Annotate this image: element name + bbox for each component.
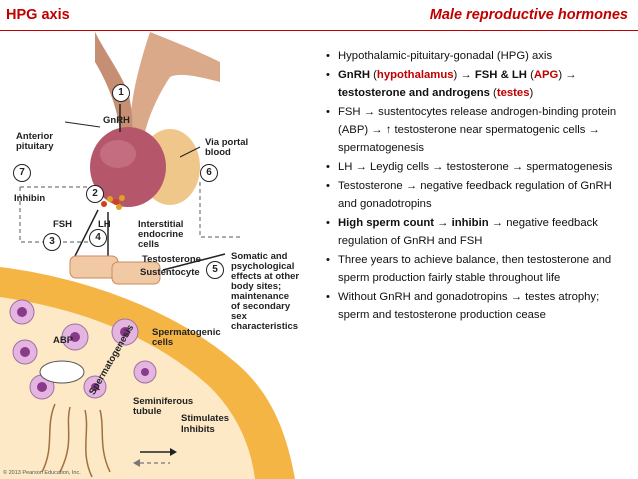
fsh-arrow	[71, 209, 99, 263]
bullet-text: FSH → sustentocytes release androgen-bin…	[338, 106, 617, 154]
spermatogenic-cells-label: Spermatogenic cells	[152, 327, 221, 348]
sperm-tail	[99, 409, 111, 473]
step-3-marker: 3	[43, 233, 61, 251]
bullet-text: )	[529, 87, 534, 99]
interstitial-cell	[69, 255, 119, 279]
legend-stimulates-arrowhead	[170, 448, 177, 456]
infundibulum	[95, 32, 133, 132]
hypothalamus-tissue	[130, 32, 220, 132]
testosterone-arrow	[162, 253, 226, 271]
bullet-hpg-axis: Hypothalamic-pituitary-gonadal (HPG) axi…	[326, 47, 632, 65]
bullet-atrophy: Without GnRH and gonadotropins → testes …	[326, 288, 632, 324]
step-1-marker: 1	[112, 84, 130, 102]
anterior-pituitary-leader	[64, 121, 101, 128]
seminiferous-tubule-label: Seminiferous tubule	[133, 396, 194, 417]
portal-dot	[101, 201, 107, 207]
legend-inhibits-arrowhead	[133, 459, 140, 467]
bullet-lh: LH → Leydig cells → testosterone → sperm…	[326, 158, 632, 176]
bullet-gnrh-cascade: GnRH (hypothalamus) → FSH & LH (APG) → t…	[326, 66, 632, 102]
slide-header: HPG axis Male reproductive hormones	[0, 0, 638, 31]
cell-nucleus	[91, 383, 99, 391]
via-portal-blood-label: Via portal blood	[205, 137, 249, 158]
diagram-artwork	[0, 32, 295, 479]
bullet-fsh: FSH → sustentocytes release androgen-bin…	[326, 103, 632, 157]
bullet-text: ) →	[453, 69, 475, 81]
bullet-inhibin: High sperm count → inhibin → negative fe…	[326, 214, 632, 250]
bullet-text: (	[526, 69, 534, 81]
fsh-label: FSH	[53, 219, 72, 230]
gnrh-term: GnRH	[338, 69, 371, 81]
bullet-list: Hypothalamic-pituitary-gonadal (HPG) axi…	[326, 47, 632, 325]
step-7-marker: 7	[13, 164, 31, 182]
interstitial-cells-label: Interstitial endocrine cells	[138, 219, 184, 250]
anterior-pituitary-label: Anterior pituitary	[16, 131, 54, 152]
bullet-text: Without GnRH and gonadotropins → testes …	[338, 291, 600, 321]
lh-label: LH	[98, 219, 111, 230]
step-6-marker: 6	[200, 164, 218, 182]
testosterone-feedback-line	[199, 182, 240, 238]
hpg-axis-diagram: GnRH Anterior pituitary Via portal blood…	[0, 32, 300, 479]
slide-title: HPG axis	[6, 7, 70, 23]
abp-label: ABP	[53, 335, 74, 346]
portal-blood-leader	[179, 146, 201, 158]
sustentocyte-label: Sustentocyte	[140, 267, 200, 278]
portal-dot	[119, 195, 125, 201]
bullet-testosterone-feedback: Testosterone → negative feedback regulat…	[326, 177, 632, 213]
bullet-balance: Three years to achieve balance, then tes…	[326, 251, 632, 287]
cell-nucleus	[37, 382, 47, 392]
bullet-text: LH → Leydig cells → testosterone → sperm…	[338, 161, 613, 173]
cell-nucleus	[141, 368, 149, 376]
sperm-tail	[59, 406, 71, 473]
bullet-text: Three years to achieve balance, then tes…	[338, 254, 612, 284]
interstitial-cell	[111, 261, 161, 285]
bullet-text: (	[489, 87, 497, 99]
header-divider	[0, 30, 638, 31]
bullet-text: → negative feedback regulation of GnRH a…	[338, 217, 598, 247]
stimulates-legend-label: Stimulates	[181, 413, 230, 424]
step-2-marker: 2	[86, 185, 104, 203]
sperm-tail	[41, 403, 56, 473]
sperm-tail	[84, 409, 93, 478]
step-4-marker: 4	[89, 229, 107, 247]
inhibin-feedback-line	[19, 187, 95, 243]
hypothalamus-term: hypothalamus	[376, 69, 454, 81]
portal-dot	[113, 199, 119, 205]
portal-dot	[107, 196, 113, 202]
step-5-marker: 5	[206, 261, 224, 279]
fsh-lh-term: FSH & LH	[474, 69, 527, 81]
bullet-text: ) →	[558, 69, 577, 81]
abp-region	[39, 360, 85, 384]
apg-term: APG	[533, 69, 559, 81]
somatic-effects-label: Somatic and psychological effects at oth…	[231, 251, 300, 332]
cell-nucleus	[17, 307, 27, 317]
pituitary-highlight	[100, 140, 136, 168]
inhibin-label: Inhibin	[14, 193, 46, 204]
testosterone-term: testosterone and androgens	[338, 87, 490, 99]
gnrh-label: GnRH	[103, 115, 130, 126]
copyright-notice: © 2013 Pearson Education, Inc.	[3, 470, 81, 476]
bullet-text: Hypothalamic-pituitary-gonadal (HPG) axi…	[338, 50, 553, 62]
portal-dot	[116, 204, 122, 210]
inhibits-legend-label: Inhibits	[181, 424, 215, 435]
testosterone-label: Testosterone	[142, 254, 201, 265]
bullet-text: Testosterone → negative feedback regulat…	[338, 180, 612, 210]
cell-nucleus	[120, 327, 130, 337]
slide-subtitle: Male reproductive hormones	[429, 7, 628, 23]
testes-term: testes	[496, 87, 530, 99]
inhibin-term: High sperm count → inhibin	[338, 217, 489, 229]
cell-nucleus	[70, 332, 80, 342]
cell-nucleus	[20, 347, 30, 357]
bullet-text: (	[370, 69, 377, 81]
